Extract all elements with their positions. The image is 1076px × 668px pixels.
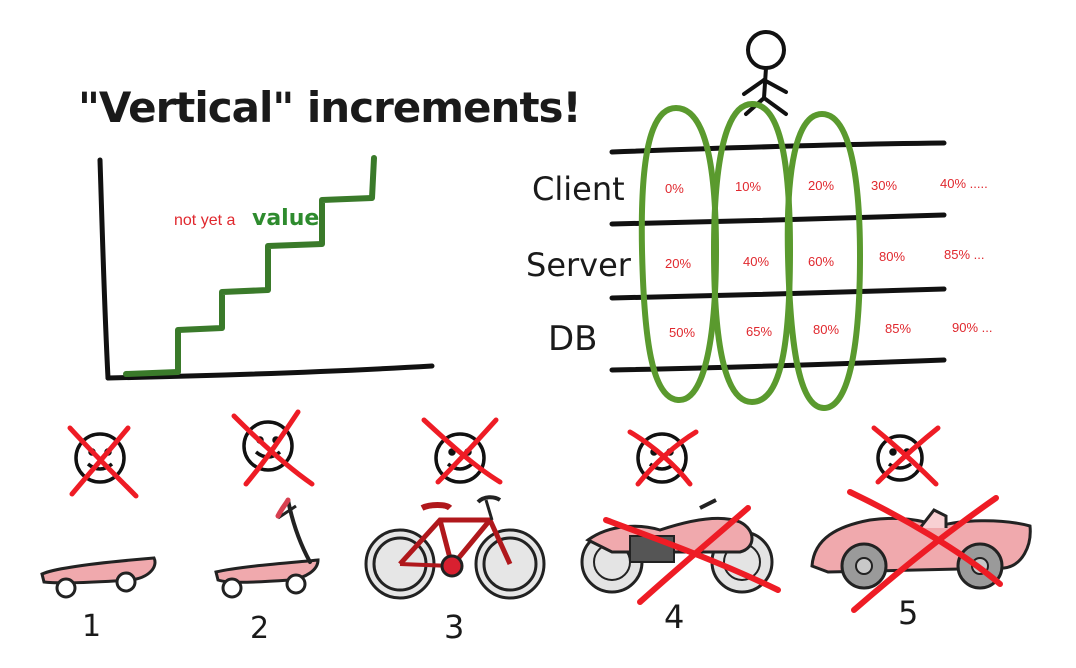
slice-loop [784,110,864,412]
layer-line [609,140,947,155]
bicycle-icon [364,495,546,600]
percent-cell: 40% [743,254,769,269]
red-cross-icon [871,425,941,487]
slice-loop [638,104,720,403]
value-label: value [252,206,319,231]
not-yet-label: not yet a [174,212,235,229]
layer-line [609,212,947,227]
percent-cell: 10% [735,179,761,194]
red-cross-icon [231,409,315,487]
red-cross-icon [847,489,1003,613]
vehicle-number: 1 [82,609,101,644]
percent-cell: 40% ..... [940,176,988,191]
row-label-db: DB [548,319,598,359]
vehicles-row: 1 2 3 4 5 [40,489,1032,646]
red-cross-icon [627,429,699,487]
percent-cell: 85% ... [944,247,984,262]
percent-cell: 80% [879,249,905,264]
skateboard-icon [40,556,157,599]
layer-line [609,286,947,301]
percent-cell: 20% [665,256,691,271]
percent-cell: 60% [808,254,834,269]
staircase-chart: not yet a value [97,155,435,381]
vehicle-number: 5 [898,594,918,632]
red-cross-icon [67,425,139,499]
stick-figure-icon [742,30,788,116]
layer-diagram: Client Server DB 0% 10% 20% 30% 40% ....… [526,30,992,412]
red-cross-icon [421,417,503,485]
vehicle-number: 4 [664,598,684,636]
percent-cell: 90% ... [952,320,992,335]
percent-cell: 80% [813,322,839,337]
percent-cell: 65% [746,324,772,339]
percent-cell: 85% [885,321,911,336]
row-label-client: Client [532,170,625,208]
y-axis [97,157,111,381]
percent-cell: 0% [665,181,684,196]
percent-cell: 20% [808,178,834,193]
vehicle-number: 3 [444,608,464,646]
increment-staircase [123,155,377,377]
page-title: "Vertical" increments! [78,83,581,132]
percent-grid: 0% 10% 20% 30% 40% ..... 20% 40% 60% 80%… [665,176,992,340]
slice-loop [710,100,794,406]
vehicle-number: 2 [250,611,269,646]
row-label-server: Server [526,246,632,284]
smileys-row [67,409,941,499]
x-axis [105,363,435,381]
percent-cell: 50% [669,325,695,340]
red-cross-icon [603,505,781,605]
car-icon [810,508,1032,590]
percent-cell: 30% [871,178,897,193]
vertical-slice-loops [638,100,864,412]
scooter-icon [214,497,320,599]
